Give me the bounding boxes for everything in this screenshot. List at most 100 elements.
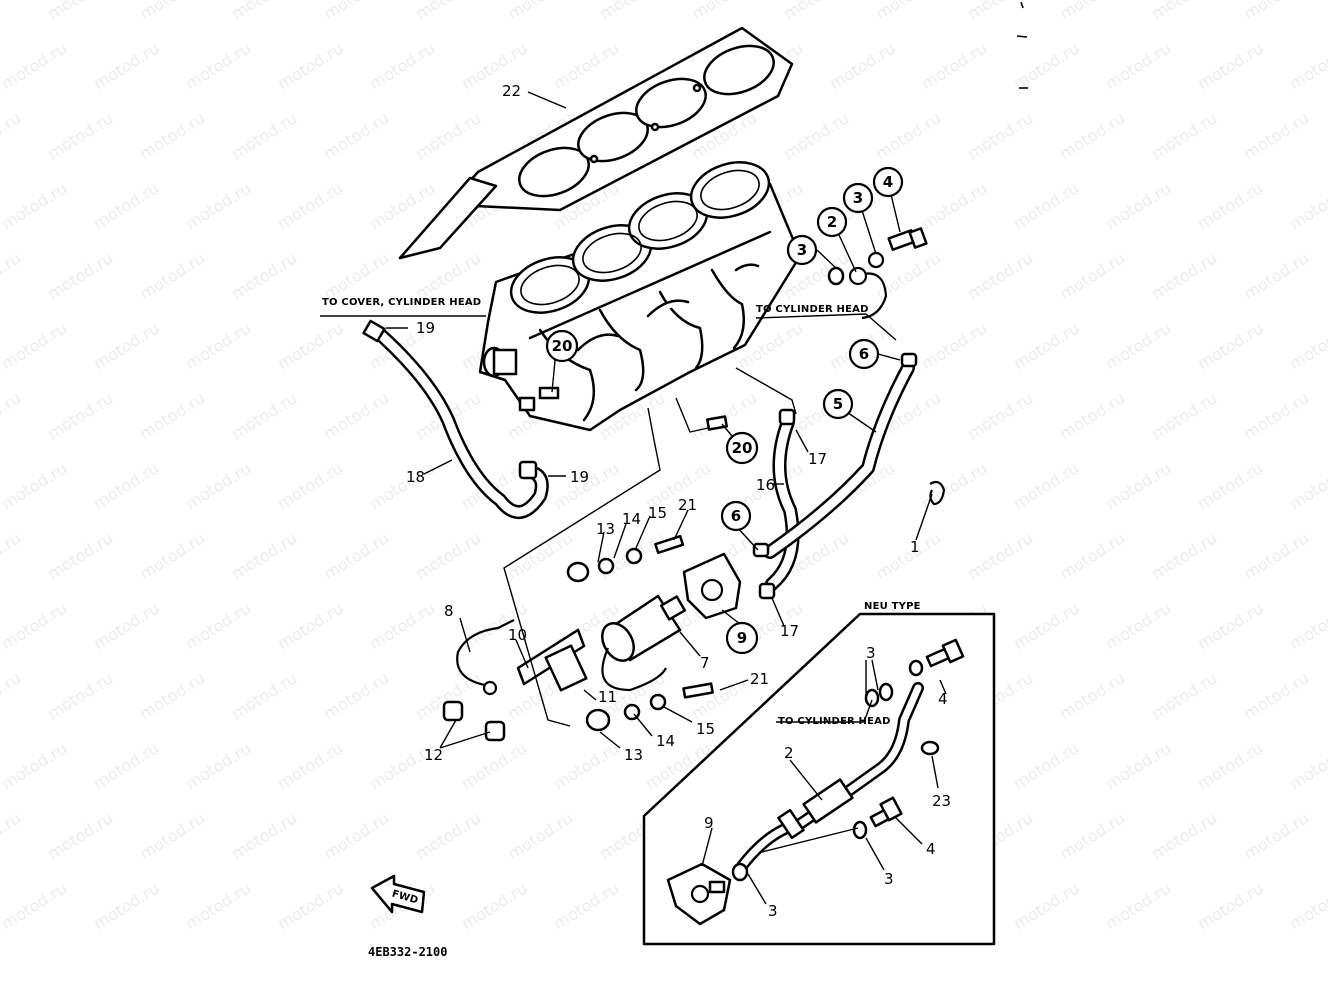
watermark-text: motod.ru	[182, 878, 254, 933]
watermark-text: motod.ru	[182, 38, 254, 93]
circled-callout-20-a: 20	[545, 329, 579, 363]
callout-13-top: 13	[596, 520, 615, 538]
watermark-text: motod.ru	[0, 668, 24, 723]
watermark-text: motod.ru	[458, 738, 530, 793]
label-to-cylinder-head-main: TO CYLINDER HEAD	[756, 304, 869, 315]
watermark-text: motod.ru	[44, 108, 116, 163]
watermark-text: motod.ru	[0, 248, 24, 303]
callout-19-bottom: 19	[570, 468, 589, 486]
leader-lines	[320, 91, 933, 749]
label-to-cylinder-head-inset: TO CYLINDER HEAD	[778, 716, 891, 727]
grommet-13-top	[566, 561, 590, 583]
watermark-text: motod.ru	[136, 388, 208, 443]
neu-type-label: NEU TYPE	[864, 601, 921, 612]
watermark-text: motod.ru	[320, 668, 392, 723]
watermark-text: motod.ru	[918, 458, 990, 513]
hose-clip-6-top	[900, 352, 918, 368]
watermark-text: motod.ru	[1148, 0, 1220, 23]
watermark-text: motod.ru	[0, 388, 24, 443]
watermark-text: motod.ru	[412, 108, 484, 163]
watermark-text: motod.ru	[0, 108, 24, 163]
washer-15-top	[625, 547, 643, 565]
watermark-text: motod.ru	[274, 878, 346, 933]
watermark-text: motod.ru	[550, 878, 622, 933]
watermark-text: motod.ru	[90, 318, 162, 373]
watermark-text: motod.ru	[228, 668, 300, 723]
inset-washer-top-c	[908, 659, 924, 677]
watermark-text: motod.ru	[1240, 248, 1312, 303]
washer-15-bottom	[649, 693, 667, 711]
watermark-text: motod.ru	[964, 0, 1036, 23]
watermark-text: motod.ru	[44, 528, 116, 583]
watermark-text: motod.ru	[182, 738, 254, 793]
circled-callouts: 4 3 2 3 6 5 20 20	[545, 166, 904, 655]
cable-8	[456, 619, 515, 696]
watermark-text: motod.ru	[274, 738, 346, 793]
watermark-text: motod.ru	[1194, 178, 1266, 233]
valve-body-9	[682, 552, 742, 620]
watermark-text: motod.ru	[1194, 318, 1266, 373]
callout-21-top: 21	[678, 496, 697, 514]
watermark-text: motod.ru	[1056, 668, 1128, 723]
corner-marks	[1016, 1, 1028, 89]
watermark-text: motod.ru	[872, 108, 944, 163]
circled-callout-6-a: 6	[848, 338, 880, 370]
callout-15-top: 15	[648, 504, 667, 522]
watermark-text: motod.ru	[320, 0, 392, 23]
hose-clip-17-bottom	[758, 582, 776, 600]
label-to-cover-cylinder-head: TO COVER, CYLINDER HEAD	[322, 297, 481, 308]
watermark-text: motod.ru	[1194, 738, 1266, 793]
watermark-text: motod.ru	[228, 808, 300, 863]
watermark-text: motod.ru	[228, 108, 300, 163]
watermark-text: motod.ru	[964, 248, 1036, 303]
circled-callout-5: 5	[822, 388, 854, 420]
watermark-text: motod.ru	[182, 318, 254, 373]
watermark-text: motod.ru	[1102, 38, 1174, 93]
callout-inset-4-mid: 4	[926, 840, 936, 858]
watermark-text: motod.ru	[1148, 528, 1220, 583]
watermark-text: motod.ru	[1240, 0, 1312, 23]
callout-11: 11	[598, 688, 617, 706]
watermark-text: motod.ru	[136, 0, 208, 23]
watermark-text: motod.ru	[1010, 38, 1082, 93]
watermark-text: motod.ru	[228, 388, 300, 443]
hose-clip-17-top	[778, 408, 796, 426]
watermark-text: motod.ru	[90, 878, 162, 933]
watermark-text: motod.ru	[274, 38, 346, 93]
watermark-text: motod.ru	[136, 668, 208, 723]
circled-callout-9: 9	[725, 621, 759, 655]
svg-text:3: 3	[853, 189, 863, 207]
watermark-text: motod.ru	[1240, 668, 1312, 723]
watermark-text: motod.ru	[90, 458, 162, 513]
svg-text:20: 20	[552, 337, 573, 355]
watermark-text: motod.ru	[274, 178, 346, 233]
watermark-text: motod.ru	[90, 38, 162, 93]
watermark-text: motod.ru	[320, 248, 392, 303]
watermark-text: motod.ru	[964, 388, 1036, 443]
hose-16	[765, 415, 800, 591]
watermark-text: motod.ru	[366, 458, 438, 513]
watermark-text: motod.ru	[550, 738, 622, 793]
watermark-text: motod.ru	[1010, 878, 1082, 933]
callout-7: 7	[700, 654, 710, 672]
watermark-text: motod.ru	[0, 38, 70, 93]
hose-5	[763, 361, 915, 559]
watermark-text: motod.ru	[1286, 318, 1328, 373]
watermark-text: motod.ru	[1240, 108, 1312, 163]
watermark-text: motod.ru	[0, 318, 70, 373]
callout-12: 12	[424, 746, 443, 764]
callout-8: 8	[444, 602, 454, 620]
watermark-text: motod.ru	[136, 808, 208, 863]
watermark-text: motod.ru	[182, 458, 254, 513]
inset-pipe-2	[736, 682, 924, 872]
watermark-text: motod.ru	[1148, 808, 1220, 863]
bolt-4	[887, 227, 928, 251]
watermark-text: motod.ru	[1194, 458, 1266, 513]
circled-callout-20-b: 20	[725, 431, 759, 465]
callout-inset-23: 23	[932, 792, 951, 810]
watermark-text: motod.ru	[136, 528, 208, 583]
watermark-text: motod.ru	[1286, 178, 1328, 233]
watermark-text: motod.ru	[1056, 808, 1128, 863]
watermark-text: motod.ru	[1286, 738, 1328, 793]
circled-callout-6-b: 6	[720, 500, 752, 532]
